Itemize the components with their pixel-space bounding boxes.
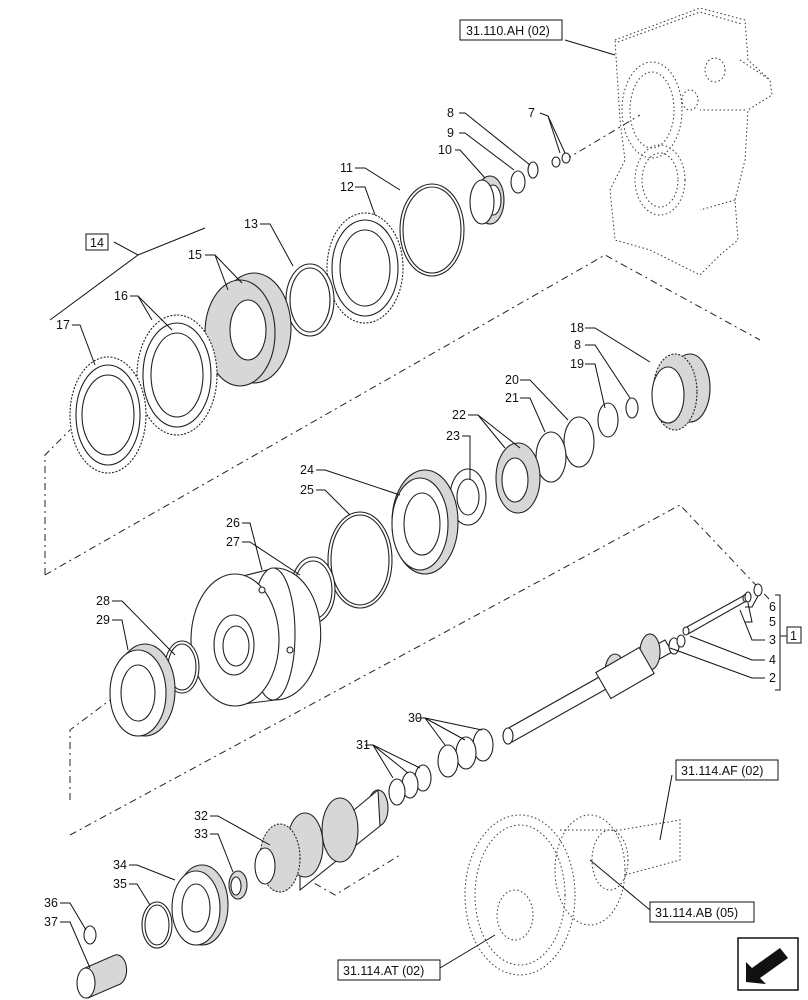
ref-lower-gear[interactable]: 31.114.AT (02): [343, 964, 424, 978]
callout-21: 21: [505, 391, 519, 405]
callout-3: 3: [769, 633, 776, 647]
callout-29: 29: [96, 613, 110, 627]
callout-5: 5: [769, 615, 776, 629]
callout-9: 9: [447, 126, 454, 140]
bearing-34: [171, 864, 229, 946]
snap-ring-11: [399, 183, 465, 277]
seal-ring-25: [327, 511, 393, 609]
callout-30: 30: [408, 711, 422, 725]
callout-33: 33: [194, 827, 208, 841]
callout-37: 37: [44, 915, 58, 929]
callout-6: 6: [769, 600, 776, 614]
callout-13: 13: [244, 217, 258, 231]
ref-input-shaft[interactable]: 31.114.AF (02): [681, 764, 763, 778]
callout-2: 2: [769, 671, 776, 685]
piston-24: [391, 469, 459, 575]
ring-36: [83, 925, 97, 945]
assembly-guide-lines: [44, 114, 771, 896]
snap-ring-35: [141, 901, 173, 949]
bushing-37: [76, 954, 128, 999]
clutch-drum: [190, 567, 322, 707]
friction-pack-15: [204, 272, 292, 387]
callout-10: 10: [438, 143, 452, 157]
callout-34: 34: [113, 858, 127, 872]
callout-15: 15: [188, 248, 202, 262]
tube-3: [682, 583, 763, 636]
seal-rings-31: [388, 764, 432, 806]
boxed-callouts: 14 1: [85, 233, 802, 644]
arrow-nav-icon[interactable]: [737, 937, 799, 991]
plate-16: [136, 314, 218, 436]
callout-8: 8: [447, 106, 454, 120]
bearing-22: [495, 442, 541, 514]
callout-4: 4: [769, 653, 776, 667]
reference-boxes: 31.110.AH (02) 31.114.AF (02) 31.114.AB …: [337, 19, 779, 981]
callout-26: 26: [226, 516, 240, 530]
main-shaft-2: [502, 633, 686, 745]
gear-18: [651, 353, 711, 431]
rings-middle-row: [535, 397, 639, 483]
plate-17: [69, 356, 147, 474]
callout-18: 18: [570, 321, 584, 335]
callout-24: 24: [300, 463, 314, 477]
callout-23: 23: [446, 429, 460, 443]
callout-7: 7: [528, 106, 535, 120]
callout-28: 28: [96, 594, 110, 608]
callout-labels: 1 2 3 4 5 6 7 8 9 10 11 12 13 15 16 17 1…: [44, 106, 798, 929]
callout-32: 32: [194, 809, 208, 823]
callout-11: 11: [340, 161, 353, 175]
ref-gear-assembly[interactable]: 31.114.AB (05): [655, 906, 738, 920]
lower-gear-assembly: [464, 814, 681, 976]
callout-16: 16: [114, 289, 128, 303]
leader-lines: [49, 39, 787, 969]
ring-13: [285, 263, 335, 337]
callout-1-box: 1: [790, 629, 797, 643]
callout-8b: 8: [574, 338, 581, 352]
rings-top-row: [469, 152, 571, 225]
plate-12: [326, 212, 404, 324]
callout-27: 27: [226, 535, 240, 549]
callout-31: 31: [356, 738, 370, 752]
ref-housing[interactable]: 31.110.AH (02): [466, 24, 550, 38]
callout-35: 35: [113, 877, 127, 891]
callout-17: 17: [56, 318, 70, 332]
washer-23: [449, 468, 487, 526]
transmission-housing: [609, 7, 773, 276]
callout-25: 25: [300, 483, 314, 497]
callout-20: 20: [505, 373, 519, 387]
gear-shaft-32: [254, 788, 389, 893]
callout-12: 12: [340, 180, 354, 194]
seal-rings-30: [437, 728, 494, 778]
ring-33: [228, 870, 248, 900]
callout-14: 14: [90, 236, 104, 250]
callout-19: 19: [570, 357, 584, 371]
bearing-29: [109, 643, 176, 737]
callout-36: 36: [44, 896, 58, 910]
callout-22: 22: [452, 408, 466, 422]
